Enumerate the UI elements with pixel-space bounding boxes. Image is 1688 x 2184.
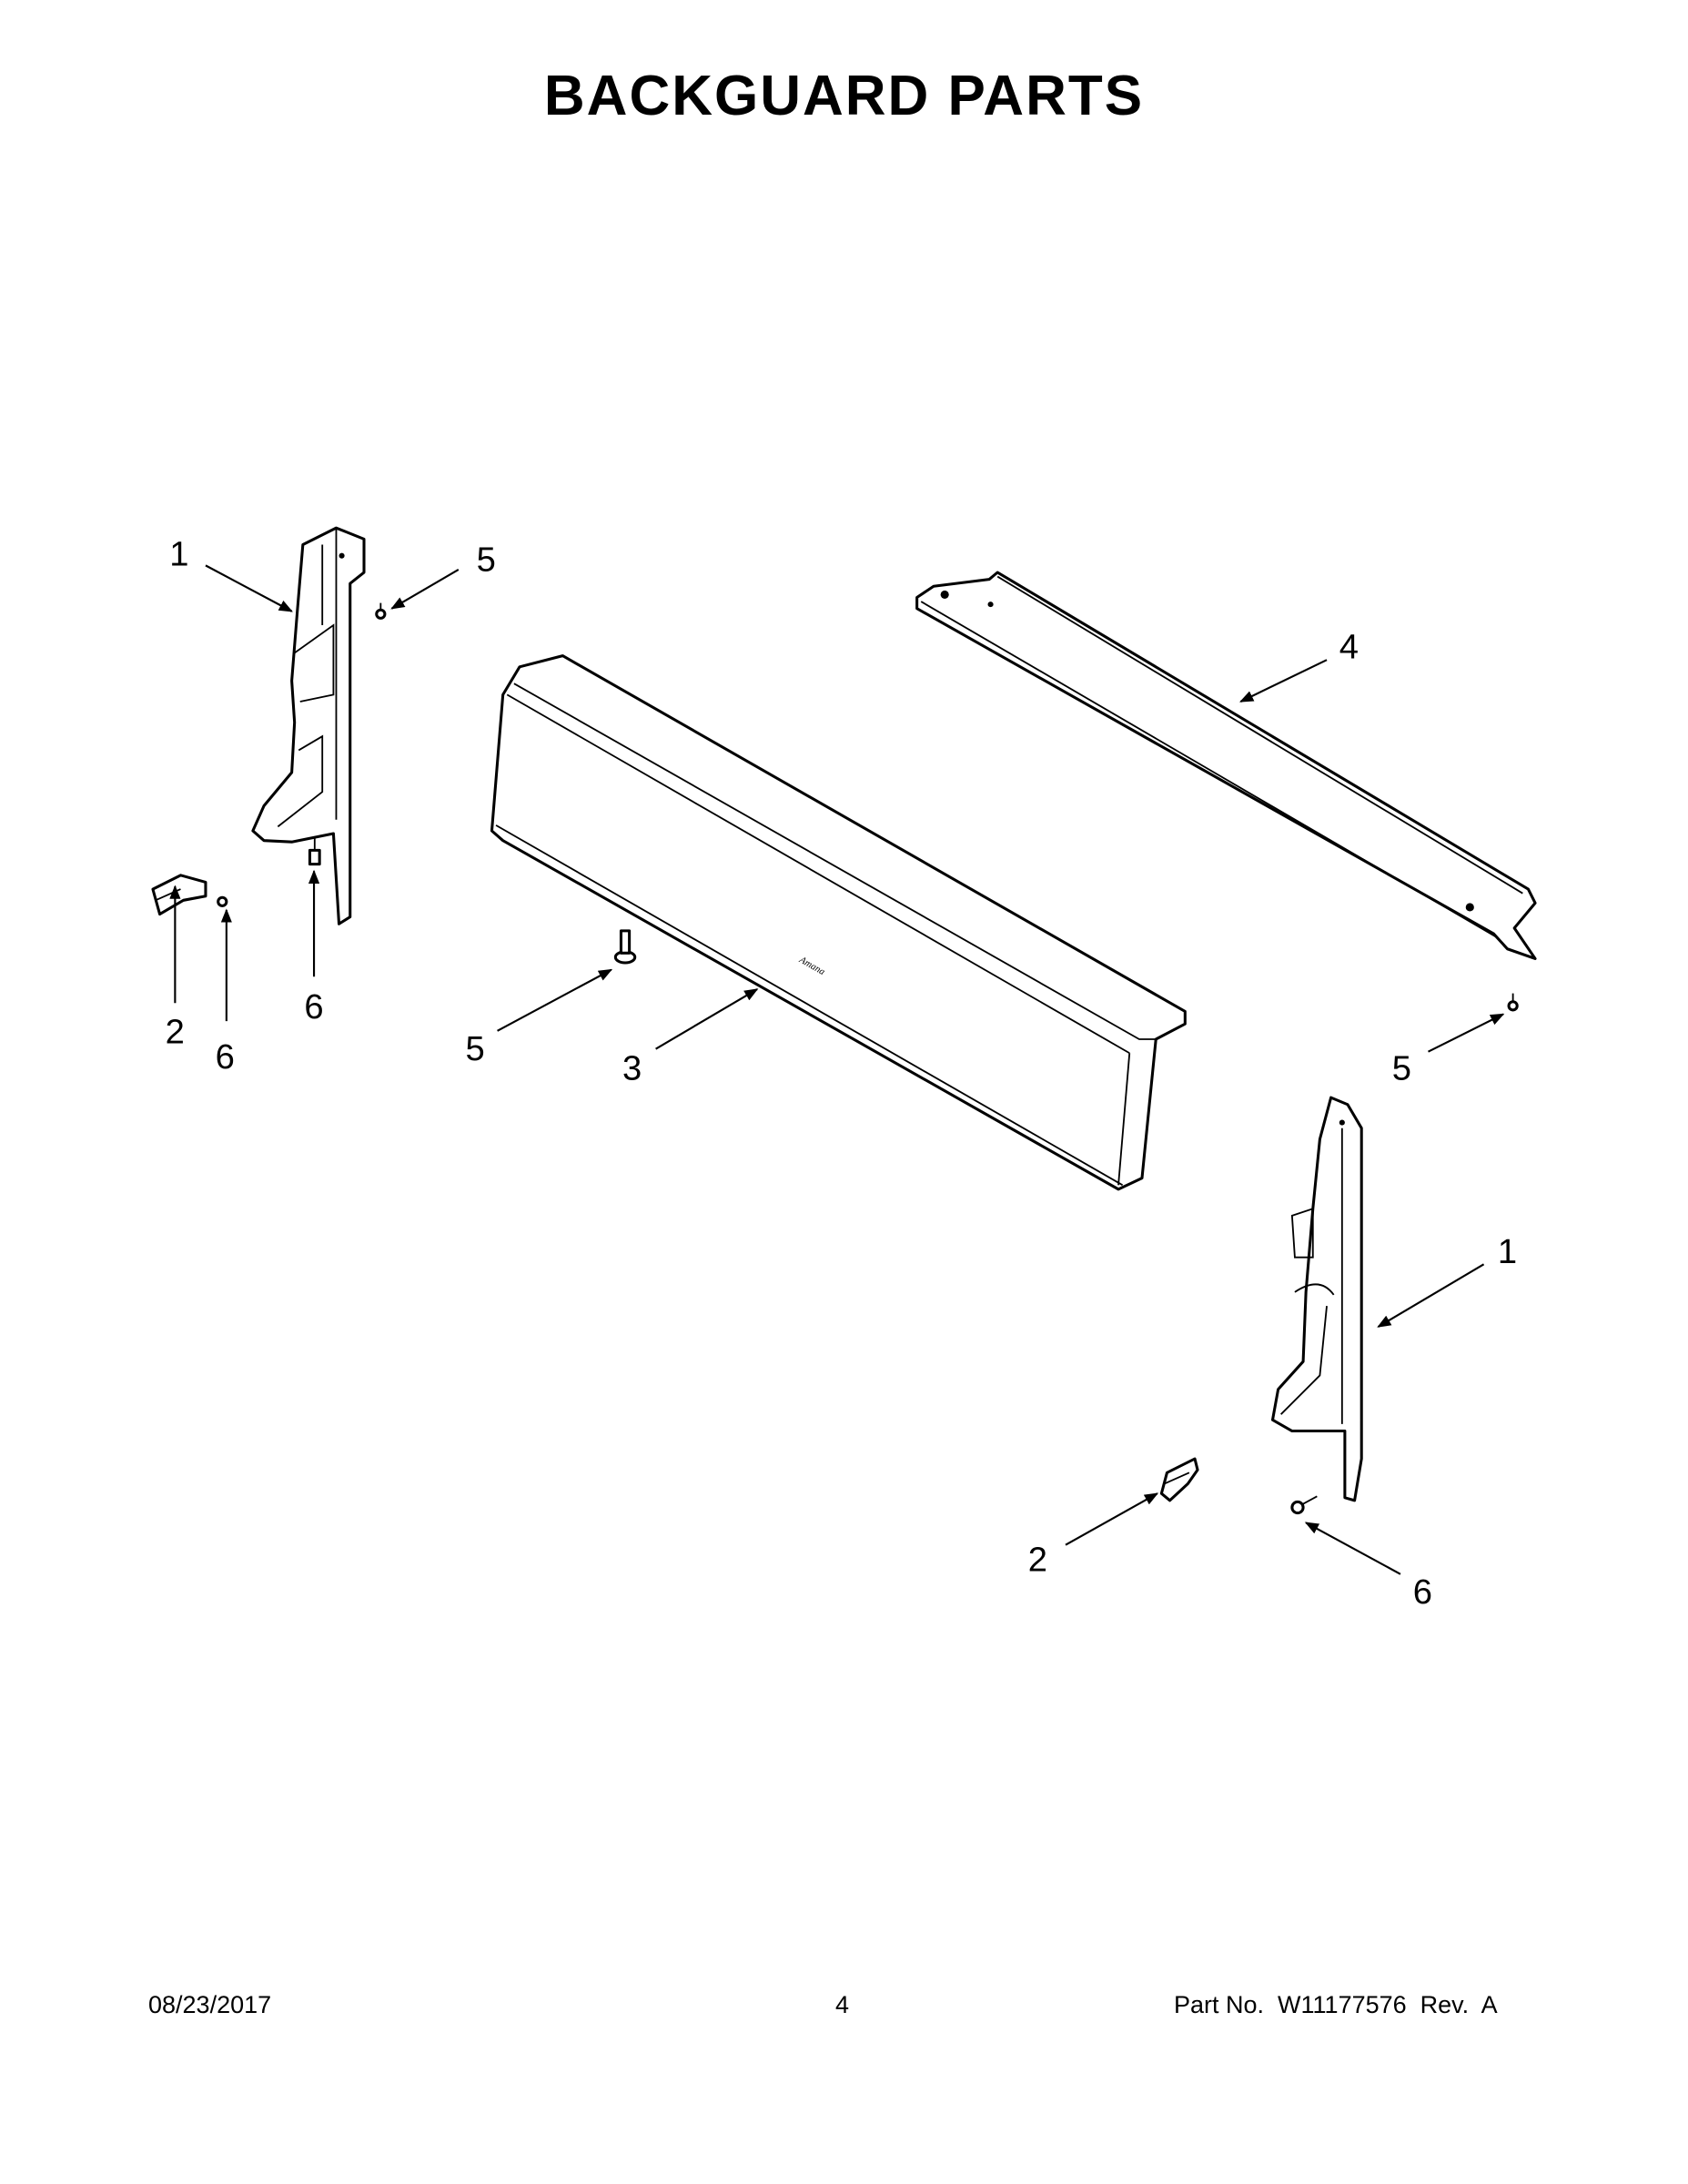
part-screw-6-left-a bbox=[217, 895, 228, 907]
footer-date: 08/23/2017 bbox=[148, 1991, 272, 2018]
part-screw-5-center bbox=[613, 929, 637, 965]
callout-2-right: 2 bbox=[1028, 1541, 1047, 1580]
part-clip-right bbox=[1159, 1457, 1199, 1502]
part-screw-6-right bbox=[1290, 1495, 1318, 1515]
footer-page-number: 4 bbox=[835, 1991, 850, 2018]
callout-5-top-left: 5 bbox=[477, 540, 496, 579]
callout-6-left-a: 6 bbox=[216, 1037, 235, 1077]
callout-3: 3 bbox=[622, 1048, 642, 1087]
leader-lines bbox=[169, 564, 1505, 1575]
callout-4: 4 bbox=[1339, 628, 1359, 667]
callout-5-right: 5 bbox=[1392, 1048, 1411, 1087]
part-side-bracket-right bbox=[1270, 1096, 1363, 1502]
page-title: BACKGUARD PARTS bbox=[543, 65, 1145, 127]
part-screw-6-left-b bbox=[308, 836, 321, 866]
callout-1-left: 1 bbox=[169, 534, 188, 573]
callout-6-right: 6 bbox=[1413, 1572, 1432, 1612]
part-side-bracket-left bbox=[251, 526, 366, 925]
callout-6-left-b: 6 bbox=[304, 987, 323, 1026]
footer-part-number: Part No. W11177576 Rev. A bbox=[1174, 1991, 1498, 2018]
part-backguard-panel: Amana bbox=[490, 654, 1187, 1191]
part-clip-left bbox=[151, 874, 207, 916]
part-screw-5-left bbox=[375, 602, 387, 620]
callout-1-right: 1 bbox=[1498, 1232, 1517, 1271]
part-screw-5-right bbox=[1507, 993, 1519, 1012]
part-rear-bracket bbox=[915, 571, 1537, 960]
callout-5-center: 5 bbox=[465, 1029, 484, 1068]
callout-2-left: 2 bbox=[166, 1013, 185, 1052]
